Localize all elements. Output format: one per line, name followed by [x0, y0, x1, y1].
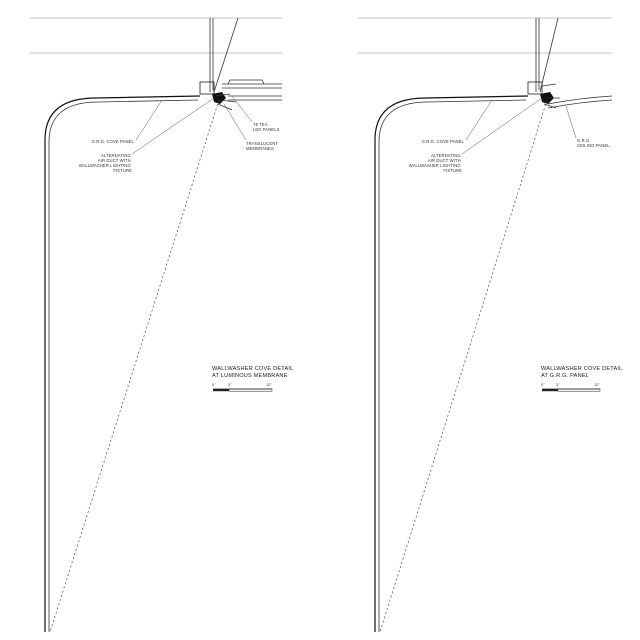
detail-title: WALLWASHER COVE DETAIL AT LUMINOUS MEMBR… [212, 366, 295, 379]
diagonal-brace [539, 17, 559, 93]
detail-title: WALLWASHER COVE DETAIL AT G.R.G. PANEL [541, 366, 624, 379]
wallwasher-fixture [212, 92, 226, 104]
leader-cove-panel [135, 99, 163, 141]
leader-membranes [223, 103, 247, 141]
label-membranes: TRANSLUCENT MEMBRANES [246, 141, 279, 151]
cove-panel-outer [374, 95, 529, 632]
svg-text:3": 3" [556, 383, 560, 387]
cove-panel-outer [44, 95, 201, 632]
fixture-housing [527, 81, 543, 95]
scale-bar: 0" 3" 12" [212, 383, 273, 392]
detail-left: G.R.G. COVE PANEL ALTERNATING AIR DUCT W… [30, 17, 295, 633]
leader-air-duct [461, 97, 543, 155]
cove-panel-inner [378, 99, 527, 632]
fixture-housing [199, 81, 215, 95]
light-beam-line [49, 99, 220, 633]
label-cove-panel: G.R.G. COVE PANEL [92, 139, 135, 144]
label-air-duct: ALTERNATING AIR DUCT WITH WALLWASHER LIG… [79, 153, 132, 173]
leader-cove-panel [465, 99, 493, 141]
leader-ceiling-panel [565, 105, 577, 139]
leader-led-panel [231, 95, 253, 123]
light-beam-line [379, 99, 548, 633]
svg-text:3": 3" [228, 383, 232, 387]
label-led-panel: T5 TEA LED PANELS [253, 122, 280, 132]
wallwasher-fixture [540, 92, 554, 104]
cove-panel-inner [48, 99, 199, 632]
detail-right: G.R.G. COVE PANEL ALTERNATING AIR DUCT W… [358, 17, 624, 633]
scale-bar: 0" 3" 12" [541, 383, 601, 392]
diagonal-brace [213, 17, 239, 93]
label-cove-panel: G.R.G. COVE PANEL [422, 139, 465, 144]
svg-text:12": 12" [594, 383, 600, 387]
label-ceiling-panel: G.R.G. CEILING PANEL [577, 138, 610, 148]
label-air-duct: ALTERNATING AIR DUCT WITH WALLWASHER LIG… [409, 153, 462, 173]
luminous-membrane-frame [222, 79, 282, 101]
leader-air-duct [131, 97, 215, 155]
fixture-detail [215, 93, 237, 111]
svg-text:0": 0" [541, 383, 545, 387]
svg-text:0": 0" [212, 383, 216, 387]
svg-text:12": 12" [266, 383, 272, 387]
fixture-detail [541, 83, 560, 109]
